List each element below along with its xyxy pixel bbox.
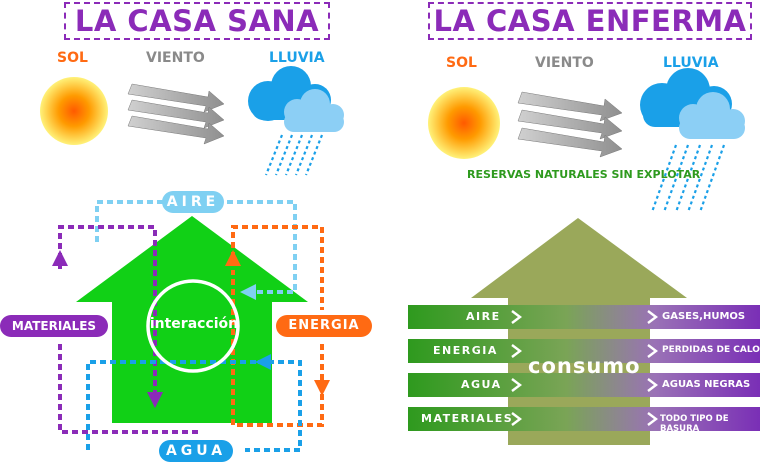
- materiales-arrowhead-up: [52, 250, 68, 266]
- sun-icon: [40, 77, 108, 145]
- viento-label-left: VIENTO: [146, 50, 205, 66]
- sol-label-left: SOL: [57, 50, 88, 66]
- aire-pill: AIRE: [162, 191, 224, 213]
- interaccion-circle: [146, 279, 240, 373]
- wind-arrows-icon: [127, 83, 225, 145]
- flow-rows: [408, 305, 760, 431]
- row-energia-input: ENERGIA: [433, 344, 498, 357]
- energia-arrowhead-up: [225, 250, 241, 266]
- energia-pill: ENERGIA: [276, 315, 372, 337]
- aire-arrowhead: [240, 284, 256, 300]
- aire-flow-loop: [95, 200, 297, 294]
- row-energia-bar: [408, 339, 760, 363]
- row-materiales-bar: [408, 407, 760, 431]
- agua-pill: AGUA: [159, 440, 233, 462]
- energia-arrowhead-down: [314, 380, 330, 396]
- rain-cloud-icon: [248, 66, 344, 176]
- agua-flow-loop: [86, 360, 302, 452]
- materiales-pill: MATERIALES: [0, 315, 108, 337]
- viento-label-right: VIENTO: [535, 55, 594, 71]
- consumo-label: consumo: [528, 354, 641, 378]
- title-casa-sana: LA CASA SANA: [64, 2, 330, 40]
- reservas-label: RESERVAS NATURALES SIN EXPLOTAR: [467, 168, 701, 181]
- house-arrow-green: [76, 216, 308, 423]
- materiales-arrowhead-down: [147, 392, 163, 408]
- lluvia-label-right: LLUVIA: [663, 55, 719, 71]
- row-materiales-input: MATERIALES: [421, 412, 514, 425]
- lluvia-label-left: LLUVIA: [269, 50, 325, 66]
- row-agua-output: AGUAS NEGRAS: [662, 379, 751, 390]
- sun-icon-right: [428, 87, 500, 159]
- row-agua-input: AGUA: [461, 378, 502, 391]
- interaccion-label: interacción: [149, 316, 239, 332]
- materiales-flow-loop: [58, 225, 200, 434]
- rain-cloud-icon-right: [640, 68, 745, 213]
- sol-label-right: SOL: [446, 55, 477, 71]
- title-casa-enferma: LA CASA ENFERMA: [428, 2, 752, 40]
- row-aire-bar: [408, 305, 760, 329]
- row-materiales-output: TODO TIPO DE BASURA: [660, 414, 729, 434]
- row-arrow-glyphs: [511, 310, 658, 426]
- row-aire-output: GASES,HUMOS: [662, 311, 746, 322]
- row-aire-input: AIRE: [466, 310, 501, 323]
- row-energia-output: PERDIDAS DE CALOR: [662, 345, 767, 355]
- row-agua-bar: [408, 373, 760, 397]
- agua-arrowhead-left: [255, 354, 271, 370]
- wind-arrows-icon-right: [517, 91, 623, 158]
